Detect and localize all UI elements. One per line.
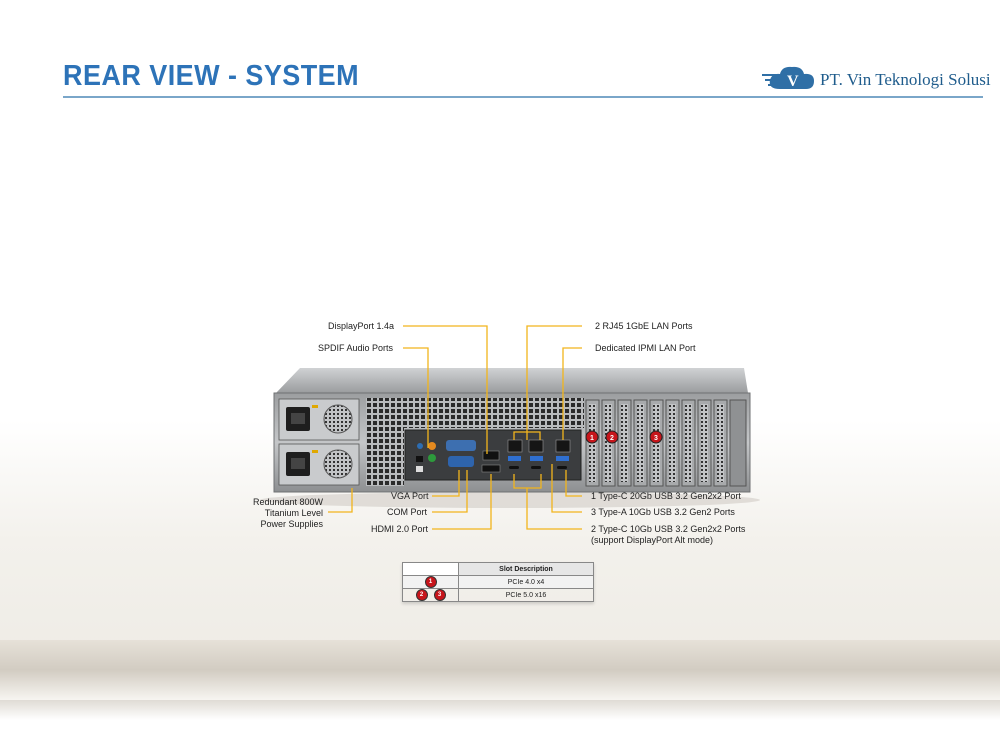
label-usbc10-line1: 2 Type-C 10Gb USB 3.2 Gen2x2 Ports (591, 524, 746, 534)
table-desc-cell: PCIe 5.0 x16 (458, 588, 594, 602)
usb-a-port-1 (508, 456, 521, 461)
svg-text:1: 1 (590, 435, 594, 442)
audio-jack-green (428, 454, 436, 462)
label-psu: Redundant 800W Titanium Level Power Supp… (253, 497, 323, 530)
slot-badge: 3 (433, 589, 446, 601)
slot-badge: 1 (424, 576, 437, 588)
table-header-row: Slot Description (402, 562, 594, 576)
callout-lines (328, 325, 582, 530)
lan-port-2 (528, 439, 544, 453)
usb-c-port-1 (509, 466, 519, 469)
com-port (446, 440, 476, 451)
rear-vent-grill-lower (366, 428, 404, 486)
slot-badge-1: 1 (585, 430, 599, 444)
label-rj45: 2 RJ45 1GbE LAN Ports (595, 321, 693, 331)
page-title: REAR VIEW - SYSTEM (63, 60, 360, 92)
lan-port-1 (507, 439, 523, 453)
label-spdif: SPDIF Audio Ports (318, 343, 394, 353)
psu-2-fan (323, 449, 353, 479)
logo-letter: V (787, 73, 799, 90)
displayport-port (482, 450, 500, 461)
label-hdmi: HDMI 2.0 Port (371, 524, 429, 534)
usb-a-port-2 (530, 456, 543, 461)
label-vga: VGA Port (391, 491, 429, 501)
slot-badge: 2 (415, 589, 428, 601)
usb-c-port-2 (531, 466, 541, 469)
label-psu-line1: Redundant 800W (253, 497, 324, 507)
cloud-icon (769, 66, 814, 89)
company-name: PT. Vin Teknologi Solusi (820, 70, 991, 89)
label-usbc10-line2: (support DisplayPort Alt mode) (591, 535, 714, 545)
psu-1-fan (323, 404, 353, 434)
background-shelf (0, 640, 1000, 700)
title-underline (63, 96, 983, 98)
table-desc-cell: PCIe 4.0 x4 (458, 575, 594, 589)
slot-badge-3: 3 (649, 430, 663, 444)
spdif-port (416, 456, 423, 462)
label-displayport: DisplayPort 1.4a (328, 321, 395, 331)
rear-vent-grill (366, 398, 584, 428)
chassis-lid (276, 368, 748, 393)
label-usbc20: 1 Type-C 20Gb USB 3.2 Gen2x2 Port (591, 491, 741, 501)
usb-c-port-3 (557, 466, 567, 469)
table-header-blank (402, 562, 459, 576)
audio-jack-blue (417, 443, 423, 449)
chassis-shadow (260, 492, 760, 508)
company-logo: V (762, 66, 814, 90)
label-psu-line2: Titanium Level (264, 508, 323, 518)
svg-text:2: 2 (610, 435, 614, 442)
table-row: 1 PCIe 4.0 x4 (402, 575, 594, 589)
label-usba10: 3 Type-A 10Gb USB 3.2 Gen2 Ports (591, 507, 735, 517)
hdmi-port (481, 464, 501, 473)
label-usbc10: 2 Type-C 10Gb USB 3.2 Gen2x2 Ports (supp… (591, 524, 745, 546)
label-ipmi: Dedicated IPMI LAN Port (595, 343, 696, 353)
audio-jack-orange (428, 442, 436, 450)
ipmi-lan-port (555, 439, 571, 453)
label-com: COM Port (387, 507, 428, 517)
vga-port (448, 456, 474, 467)
table-slot-cell: 1 (402, 575, 459, 589)
svg-text:3: 3 (654, 435, 658, 442)
table-header: Slot Description (458, 562, 594, 576)
label-psu-line3: Power Supplies (260, 519, 323, 529)
usb-a-port-3 (556, 456, 569, 461)
slot-badge-2: 2 (605, 430, 619, 444)
